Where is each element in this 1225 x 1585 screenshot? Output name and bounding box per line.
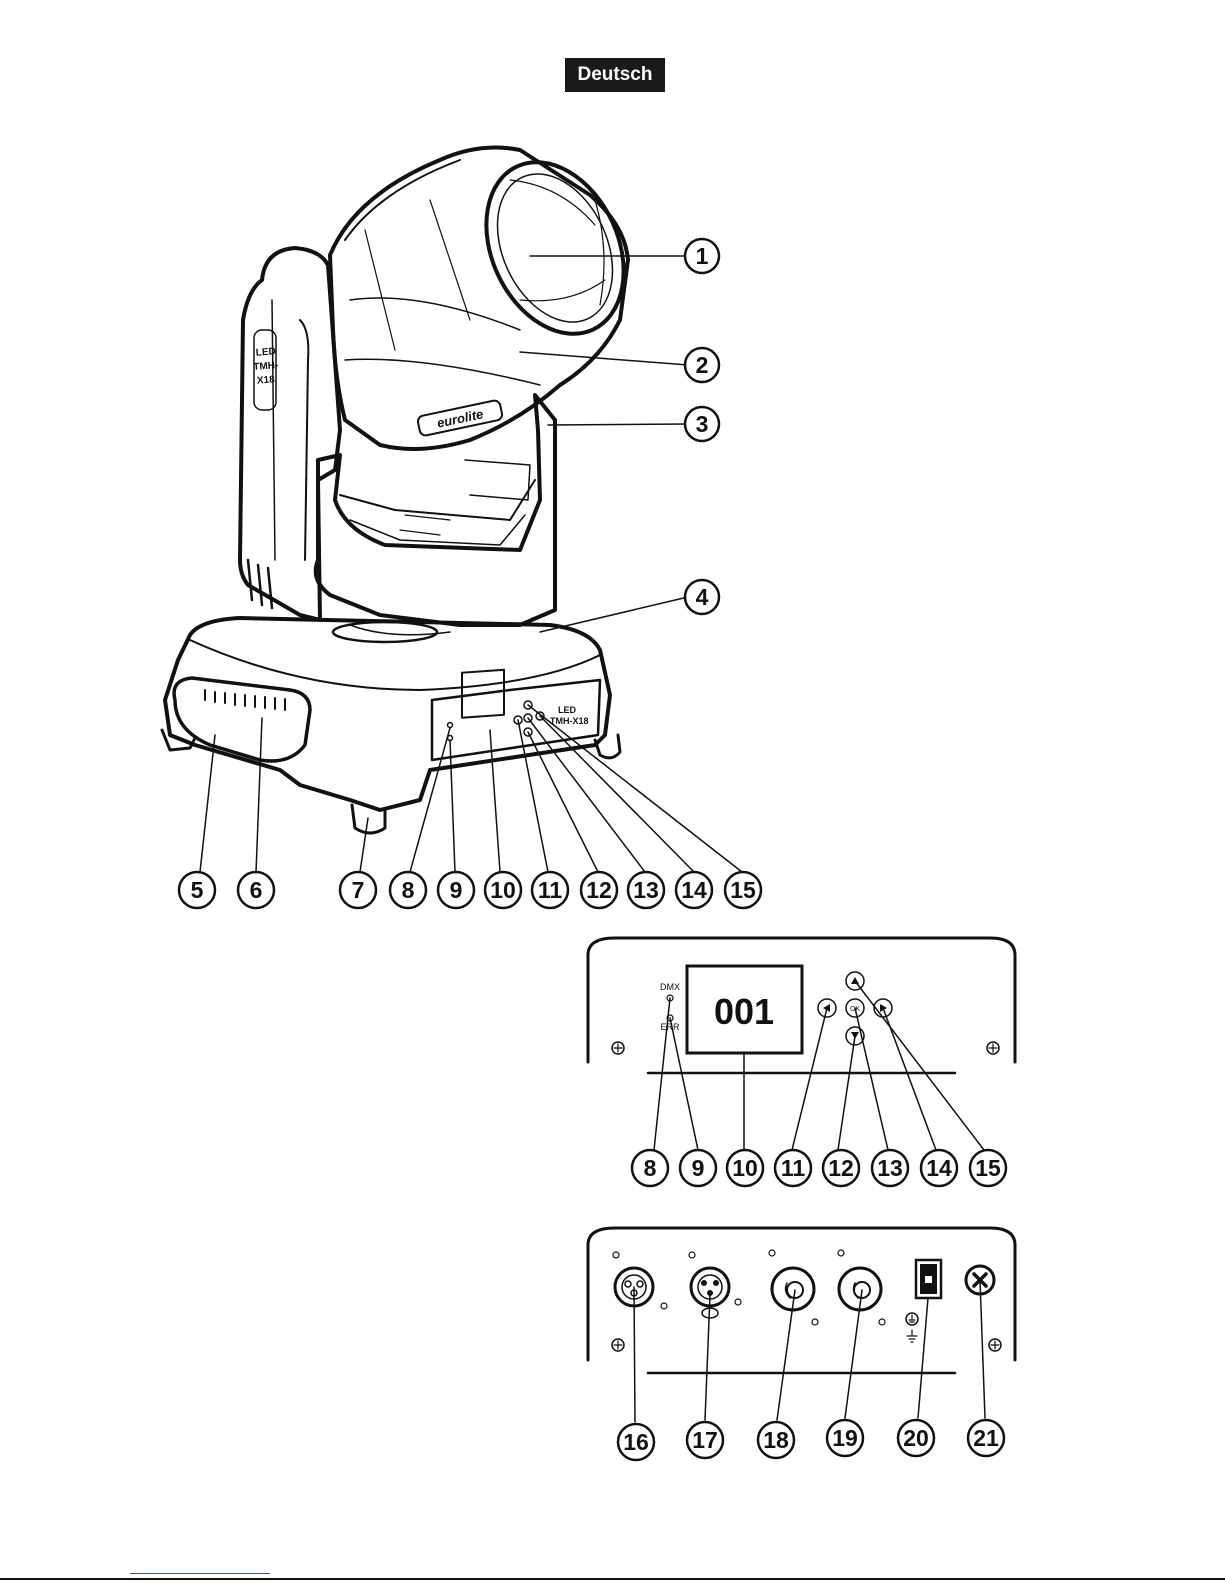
svg-text:10: 10 bbox=[490, 877, 516, 903]
dmx-in-connector-icon bbox=[613, 1252, 667, 1309]
rear-callout-21: 21 bbox=[968, 1420, 1004, 1456]
svg-text:3: 3 bbox=[696, 411, 709, 437]
fixture-base: LED TMH-X18 bbox=[162, 618, 620, 833]
base-label-line-1: LED bbox=[558, 705, 577, 715]
footer-link-underline[interactable] bbox=[130, 1573, 270, 1574]
led-err-label: ERR bbox=[660, 1022, 680, 1032]
svg-text:14: 14 bbox=[681, 877, 707, 903]
svg-text:12: 12 bbox=[586, 877, 612, 903]
callout-1: 1 bbox=[685, 239, 719, 273]
arm-label-line-1: LED bbox=[255, 346, 276, 358]
ground-symbol-icon bbox=[906, 1313, 918, 1342]
power-out-connector-icon bbox=[838, 1250, 885, 1325]
callout-5: 5 bbox=[179, 872, 215, 908]
callout-6: 6 bbox=[238, 872, 274, 908]
fixture-yoke-left-arm: LED TMH- X18 bbox=[240, 248, 340, 620]
callout-13: 13 bbox=[628, 872, 664, 908]
arm-label-line-2: TMH- bbox=[253, 360, 279, 373]
svg-text:8: 8 bbox=[644, 1155, 657, 1181]
svg-text:11: 11 bbox=[538, 877, 563, 903]
panel-callout-8: 8 bbox=[632, 1150, 668, 1186]
footer-divider bbox=[0, 1578, 1225, 1580]
callout-4: 4 bbox=[685, 580, 719, 614]
rear-callout-18: 18 bbox=[758, 1422, 794, 1458]
svg-text:8: 8 bbox=[402, 877, 415, 903]
panel-callout-14: 14 bbox=[921, 1150, 957, 1186]
svg-text:10: 10 bbox=[732, 1155, 758, 1181]
svg-text:9: 9 bbox=[450, 877, 463, 903]
display-value: 001 bbox=[714, 991, 774, 1032]
callout-11: 11 bbox=[532, 872, 568, 908]
power-in-connector-icon bbox=[769, 1250, 818, 1325]
led-dmx-label: DMX bbox=[660, 982, 680, 992]
rear-callout-16: 16 bbox=[618, 1424, 654, 1460]
callout-3: 3 bbox=[685, 407, 719, 441]
callout-7: 7 bbox=[340, 872, 376, 908]
fixture-yoke bbox=[316, 395, 555, 625]
rear-panel-callouts: 16 17 18 19 20 21 bbox=[618, 1420, 1004, 1460]
svg-text:6: 6 bbox=[250, 877, 263, 903]
svg-text:17: 17 bbox=[692, 1427, 718, 1453]
svg-text:19: 19 bbox=[832, 1425, 858, 1451]
svg-text:14: 14 bbox=[926, 1155, 952, 1181]
svg-text:4: 4 bbox=[696, 584, 709, 610]
brand-logo: eurolite bbox=[436, 406, 485, 430]
panel-callout-13: 13 bbox=[872, 1150, 908, 1186]
power-switch[interactable] bbox=[916, 1260, 941, 1298]
svg-text:9: 9 bbox=[692, 1155, 705, 1181]
callout-8: 8 bbox=[390, 872, 426, 908]
rear-callout-17: 17 bbox=[687, 1422, 723, 1458]
svg-text:16: 16 bbox=[623, 1429, 649, 1455]
svg-text:12: 12 bbox=[828, 1155, 854, 1181]
arm-label-line-3: X18 bbox=[257, 374, 276, 386]
svg-text:15: 15 bbox=[730, 877, 756, 903]
svg-text:2: 2 bbox=[696, 352, 709, 378]
control-panel: DMX ERR 001 OK bbox=[588, 938, 1015, 1150]
callout-2: 2 bbox=[685, 348, 719, 382]
svg-text:18: 18 bbox=[763, 1427, 789, 1453]
panel-callout-9: 9 bbox=[680, 1150, 716, 1186]
callout-14: 14 bbox=[676, 872, 712, 908]
main-callouts: 1 2 3 4 5 6 7 8 9 10 11 12 13 14 15 bbox=[179, 239, 761, 908]
svg-text:11: 11 bbox=[781, 1155, 806, 1181]
callout-12: 12 bbox=[581, 872, 617, 908]
panel-callout-11: 11 bbox=[775, 1150, 811, 1186]
svg-text:13: 13 bbox=[877, 1155, 903, 1181]
panel-callout-12: 12 bbox=[823, 1150, 859, 1186]
callout-15: 15 bbox=[725, 872, 761, 908]
leader-lines-main bbox=[200, 256, 742, 872]
svg-text:7: 7 bbox=[352, 877, 365, 903]
rear-callout-19: 19 bbox=[827, 1420, 863, 1456]
panel-callout-15: 15 bbox=[970, 1150, 1006, 1186]
panel-callout-10: 10 bbox=[727, 1150, 763, 1186]
rear-callout-20: 20 bbox=[898, 1420, 934, 1456]
svg-text:5: 5 bbox=[191, 877, 204, 903]
dmx-out-connector-icon bbox=[689, 1252, 741, 1318]
fixture-head: eurolite bbox=[330, 140, 650, 449]
callout-10: 10 bbox=[485, 872, 521, 908]
svg-text:20: 20 bbox=[903, 1425, 929, 1451]
rear-panel bbox=[588, 1228, 1015, 1422]
svg-text:15: 15 bbox=[975, 1155, 1001, 1181]
svg-text:1: 1 bbox=[696, 243, 709, 269]
svg-text:21: 21 bbox=[973, 1425, 999, 1451]
control-panel-callouts: 8 9 10 11 12 13 14 15 bbox=[632, 1150, 1006, 1186]
callout-9: 9 bbox=[438, 872, 474, 908]
svg-text:13: 13 bbox=[633, 877, 659, 903]
base-label-line-2: TMH-X18 bbox=[550, 716, 589, 726]
